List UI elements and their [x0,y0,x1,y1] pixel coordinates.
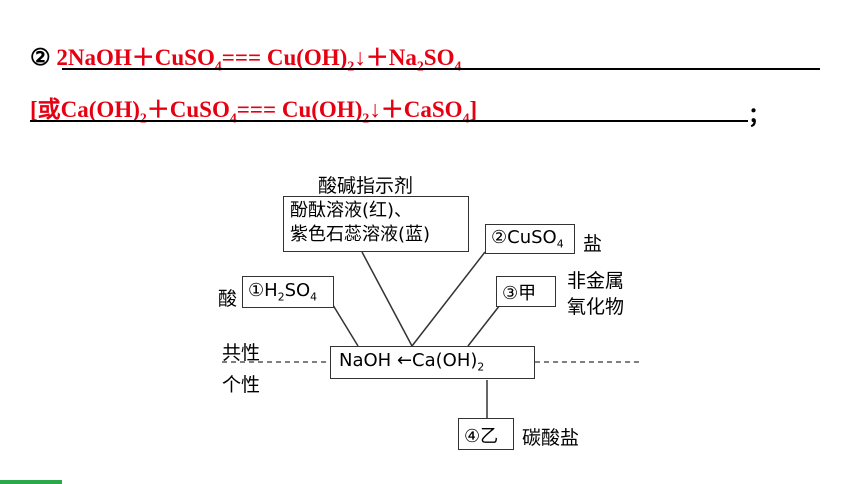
equation-line-2: [或Ca(OH)2＋CuSO4=== Cu(OH)2↓＋CaSO4] [30,97,478,126]
center-box: NaOH ←Ca(OH)2 [330,346,535,379]
individual-label: 个性 [222,374,261,396]
oxide-label-1: 非金属 [567,270,625,292]
salt-formula: ②CuSO4 [491,227,564,251]
answer-underline-1 [62,68,820,70]
accent-bar [0,480,62,484]
oxide-label-2: 氧化物 [567,296,625,318]
salt-label: 盐 [583,233,603,255]
center-formula: NaOH ←Ca(OH)2 [339,350,485,374]
equation-line-1: ② 2NaOH＋CuSO4=== Cu(OH)2↓＋Na2SO4 [30,38,461,75]
salt-box: ②CuSO4 [485,224,575,254]
indicator-title: 酸碱指示剂 [318,175,414,197]
naoh-formula: NaOH [339,350,392,371]
acid-label: 酸 [218,288,238,310]
carbonate-box: ④乙 [458,418,514,450]
carbonate-label: 碳酸盐 [522,427,580,449]
indicator-line-1: 酚酞溶液(红)、 [290,200,413,221]
acid-formula: ①H2SO4 [248,280,318,304]
carbonate-box-text: ④乙 [464,426,499,447]
common-label: 共性 [222,342,261,364]
connector-salt [411,251,486,347]
connector-oxide [467,304,501,347]
conversion-arrow: ← [396,350,413,371]
oxide-box: ③甲 [496,276,556,307]
acid-box: ①H2SO4 [242,276,334,308]
semicolon: ； [748,103,771,128]
oxide-box-text: ③甲 [502,283,537,304]
indicator-box: 酚酞溶液(红)、 紫色石蕊溶液(蓝) [283,196,469,252]
answer-underline-2 [30,120,748,122]
equation-1-text: 2NaOH＋CuSO4=== Cu(OH)2↓＋Na2SO4 [56,45,462,74]
equation-number: ② [30,45,51,70]
caoh2-formula: Ca(OH)2 [412,350,485,374]
indicator-line-2: 紫色石蕊溶液(蓝) [290,224,431,245]
connector-indicator [361,251,413,347]
